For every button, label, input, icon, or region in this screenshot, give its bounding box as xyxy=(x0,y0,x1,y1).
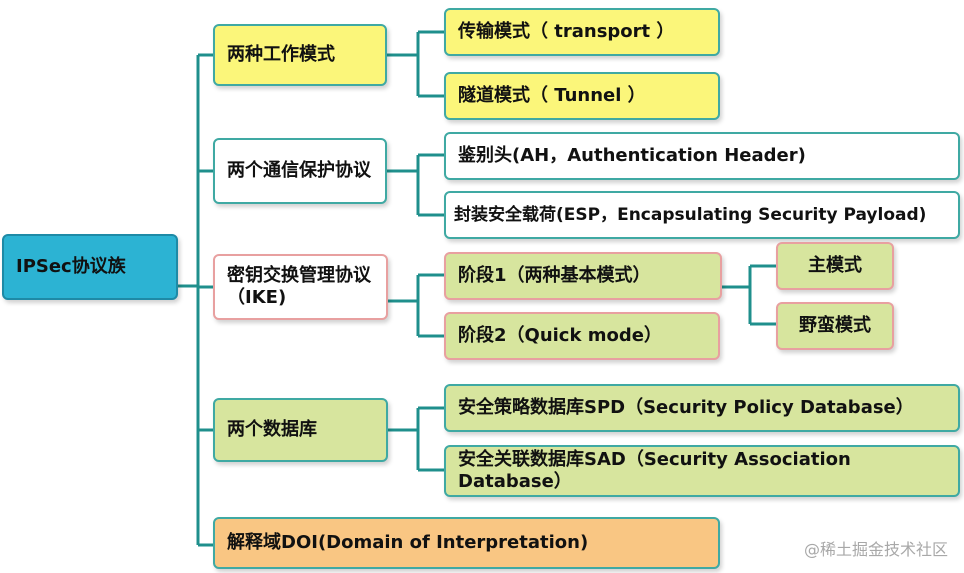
node-label: 鉴别头(AH，Authentication Header) xyxy=(458,145,806,166)
group-label: 解释域DOI(Domain of Interpretation) xyxy=(227,532,589,553)
node-main-mode: 主模式 xyxy=(776,242,894,290)
group-label: 密钥交换管理协议（IKE) xyxy=(227,265,371,308)
node-esp: 封装安全载荷(ESP，Encapsulating Security Payloa… xyxy=(444,191,960,239)
node-spd: 安全策略数据库SPD（Security Policy Database） xyxy=(444,384,960,432)
node-aggressive-mode: 野蛮模式 xyxy=(776,302,894,350)
node-label: 阶段2（Quick mode） xyxy=(458,325,662,346)
root-node-ipsec: IPSec协议族 xyxy=(2,234,178,300)
group-protection-protocols: 两个通信保护协议 xyxy=(213,138,387,204)
node-ah: 鉴别头(AH，Authentication Header) xyxy=(444,132,960,180)
root-label: IPSec协议族 xyxy=(16,256,126,277)
watermark: @稀土掘金技术社区 xyxy=(803,540,948,559)
node-transport-mode: 传输模式（ transport ） xyxy=(444,8,720,56)
node-phase-2: 阶段2（Quick mode） xyxy=(444,312,720,360)
group-ike: 密钥交换管理协议（IKE) xyxy=(213,254,388,320)
node-label: 封装安全载荷(ESP，Encapsulating Security Payloa… xyxy=(454,205,927,225)
node-label: 主模式 xyxy=(808,255,862,276)
node-label: 安全关联数据库SAD（Security Association Database… xyxy=(458,449,851,492)
node-label: 隧道模式（ Tunnel ） xyxy=(458,85,646,106)
node-phase-1: 阶段1（两种基本模式） xyxy=(444,252,722,300)
node-label: 传输模式（ transport ） xyxy=(458,21,675,42)
node-label: 阶段1（两种基本模式） xyxy=(458,265,651,286)
node-tunnel-mode: 隧道模式（ Tunnel ） xyxy=(444,72,720,120)
node-label: 安全策略数据库SPD（Security Policy Database） xyxy=(458,397,914,418)
node-sad: 安全关联数据库SAD（Security Association Database… xyxy=(444,445,960,497)
group-doi: 解释域DOI(Domain of Interpretation) xyxy=(213,517,720,569)
group-label: 两个数据库 xyxy=(227,419,317,440)
group-label: 两个通信保护协议 xyxy=(227,160,371,181)
group-work-modes: 两种工作模式 xyxy=(213,24,387,86)
group-label: 两种工作模式 xyxy=(227,44,335,65)
group-databases: 两个数据库 xyxy=(213,398,388,462)
node-label: 野蛮模式 xyxy=(799,315,871,336)
